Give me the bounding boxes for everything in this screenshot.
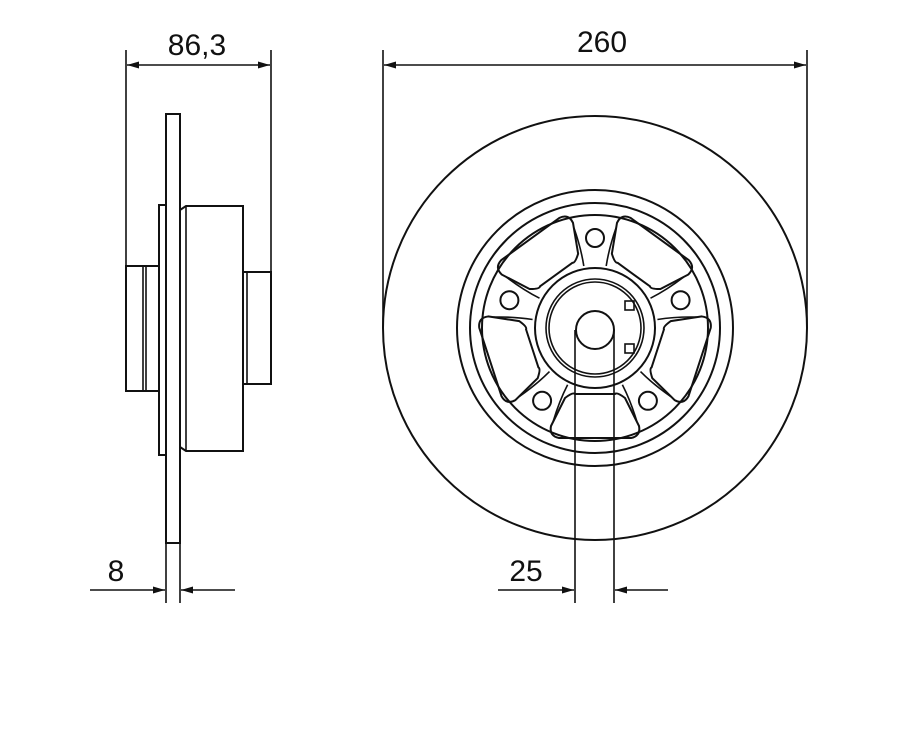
hub-body-right [179, 205, 244, 452]
hub-rib-line [639, 371, 672, 398]
hub-window [610, 215, 694, 291]
bolt-hole [637, 390, 658, 411]
clip-notch-bottom [624, 343, 635, 354]
hub-ring-inner [481, 214, 709, 442]
hub-rib-line [552, 384, 569, 422]
diameter-dimension-label: 260 [577, 26, 627, 59]
disc-plate-profile [165, 113, 181, 544]
thickness-dimension-label: 8 [108, 555, 125, 588]
front-view: 260 25 [382, 26, 808, 603]
center-bore [575, 310, 615, 350]
bolt-hole [499, 290, 520, 311]
hub-window [649, 315, 712, 403]
width-dimension-label: 86,3 [168, 29, 226, 62]
hub-window [549, 392, 641, 439]
bolt-hole [585, 228, 605, 248]
hub-stub-right [242, 271, 272, 385]
hub-flange-left [158, 204, 167, 456]
hub-ring-outer [456, 189, 734, 467]
hub-rib-line [505, 276, 540, 299]
abs-ring [545, 278, 645, 378]
hub-rib-line [650, 276, 685, 299]
bolt-holes [499, 228, 691, 411]
side-view: 86,3 8 [90, 29, 272, 603]
hub-window [496, 215, 580, 291]
hub-center-flange [534, 267, 656, 389]
bolt-hole [532, 390, 553, 411]
hub-ring-middle [469, 202, 721, 454]
hub-rib-line [605, 227, 617, 267]
clip-notch-top [624, 300, 635, 311]
hub-rib-line [621, 384, 638, 422]
hub-window [478, 315, 541, 403]
bore-dimension-label: 25 [509, 555, 542, 588]
hub-rib-line [493, 316, 533, 321]
bolt-hole [670, 290, 691, 311]
hub-rib-line [657, 316, 697, 321]
hub-rib-line [518, 371, 551, 398]
hub-windows [478, 215, 712, 439]
disc-outer-edge [382, 115, 808, 541]
